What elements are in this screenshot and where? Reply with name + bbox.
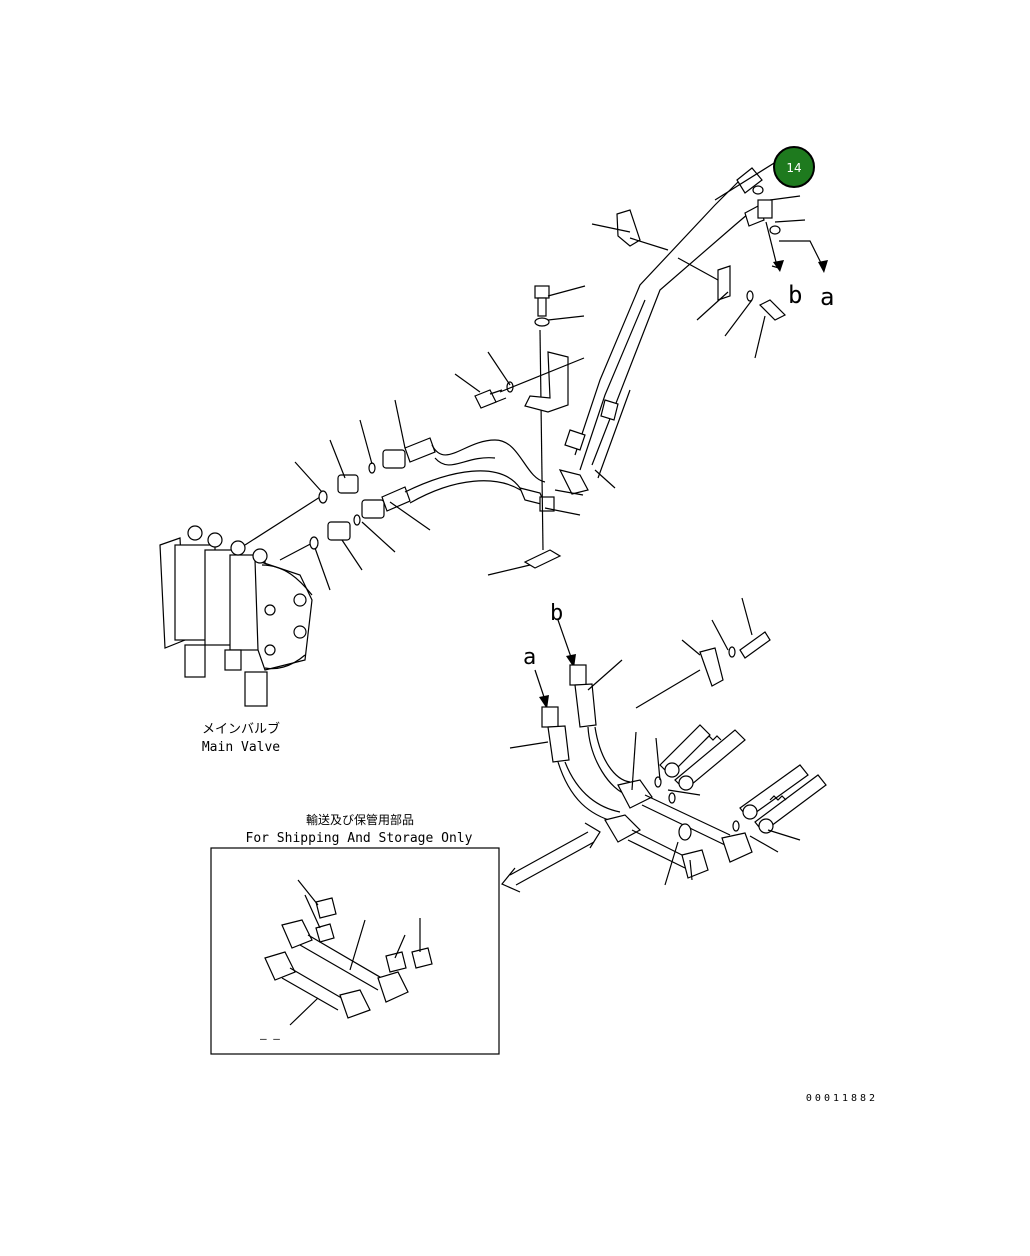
lower-assembly — [534, 619, 827, 879]
main-valve-label-en: Main Valve — [202, 740, 280, 755]
drawing-number: 00011882 — [806, 1093, 878, 1104]
leader-lines-lower — [509, 597, 801, 886]
hose-assembly-upper — [244, 329, 569, 569]
callout-number: 14 — [786, 161, 801, 175]
callout-14[interactable]: 14 — [773, 146, 815, 188]
fasteners-upper — [474, 209, 787, 687]
main-valve-label-jp: メインバルブ — [202, 721, 280, 737]
shipping-label-jp: 輸送及び保管用部品 — [306, 812, 414, 827]
shipping-parts-drawing — [264, 879, 433, 1026]
callout-circle[interactable] — [773, 146, 815, 188]
marker-b-lower: b — [550, 601, 563, 626]
arrows-upper — [771, 260, 828, 273]
shipping-label-en: For Shipping And Storage Only — [246, 831, 473, 846]
main-valve-drawing — [159, 525, 313, 707]
shipping-parts-box — [210, 847, 500, 1055]
pipe-lines-upper — [558, 167, 781, 495]
double-arrow — [501, 822, 601, 893]
marker-a-top: a — [820, 283, 834, 311]
marker-b-top: b — [788, 281, 802, 309]
dash-note: – – — [260, 1032, 280, 1045]
marker-a-lower: a — [523, 645, 536, 670]
